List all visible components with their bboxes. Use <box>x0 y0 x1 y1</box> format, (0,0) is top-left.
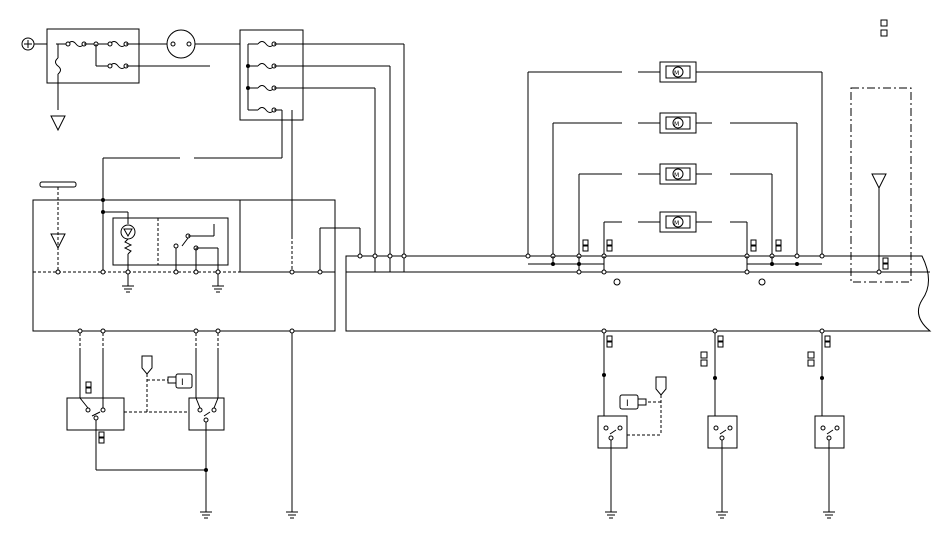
motor-label-1: M <box>674 70 679 77</box>
connector-marker <box>606 239 613 252</box>
ground-icon <box>286 511 298 519</box>
door-switch-rear-left <box>597 415 628 449</box>
body-control-unit <box>345 255 932 332</box>
connector-marker <box>717 335 724 348</box>
connector-marker <box>775 239 782 252</box>
antenna-module <box>850 87 912 283</box>
fuse-box-main <box>46 28 210 110</box>
ignition-component <box>166 29 196 59</box>
sensor-strip <box>39 181 77 188</box>
connector-marker <box>824 335 831 348</box>
ground-icon <box>823 511 835 519</box>
connector-marker <box>606 335 613 348</box>
key-label-right: I <box>626 399 629 409</box>
small-ground-symbol <box>613 278 766 286</box>
ground-icon <box>605 511 617 519</box>
connector-arrow-icon <box>50 115 66 132</box>
motor-label-3: M <box>674 172 679 179</box>
ground-icon <box>122 285 134 293</box>
ground-icon <box>212 285 224 293</box>
key-icon-right: I <box>619 376 667 435</box>
connector-marker <box>98 431 105 444</box>
connector-marker <box>750 239 757 252</box>
motor-1: M <box>659 61 697 83</box>
connector-marker <box>582 239 589 252</box>
relay-block <box>112 212 229 286</box>
motor-2: M <box>659 112 697 134</box>
motor-4: M <box>659 211 697 233</box>
connector-marker <box>880 19 888 37</box>
connector-arrow-icon-2 <box>50 233 66 250</box>
fuse-box-secondary <box>239 29 304 121</box>
ground-icon <box>200 511 212 519</box>
ground-icon <box>716 511 728 519</box>
motor-label-2: M <box>674 121 679 128</box>
motor-label-4: M <box>674 220 679 227</box>
key-label-left: I <box>181 378 184 388</box>
key-icon-left: I <box>141 355 193 412</box>
connector-marker <box>807 351 815 367</box>
motor-3: M <box>659 163 697 185</box>
battery-positive-icon <box>21 37 35 51</box>
connector-marker <box>700 351 708 367</box>
connector-marker <box>85 381 92 394</box>
